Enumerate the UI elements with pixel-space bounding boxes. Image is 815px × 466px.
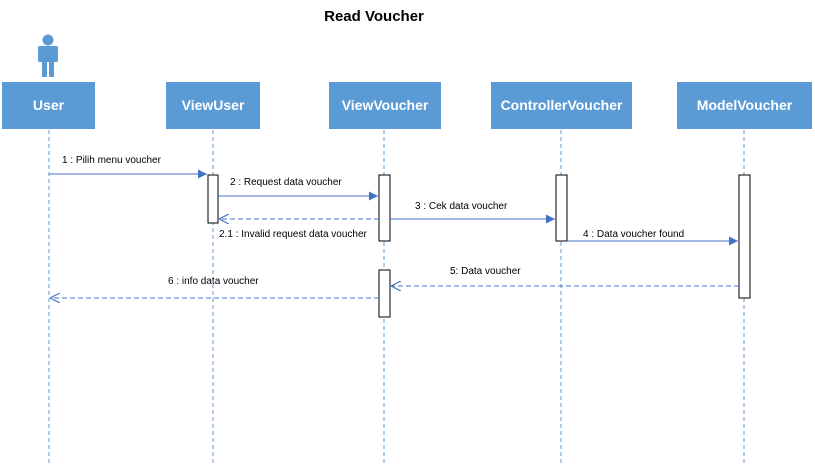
message-6: 6 : info data voucher [50,276,379,298]
lifeline-label-viewuser: ViewUser [182,97,245,113]
activation-modelvoucher [738,174,751,299]
lifeline-header-controllervoucher: ControllerVoucher [491,82,632,129]
message-3: 3 : Cek data voucher [390,201,555,224]
lifeline-label-viewvoucher: ViewVoucher [342,97,429,113]
message-5: 5: Data voucher [391,266,739,286]
message-2: 2 : Request data voucher [218,177,378,201]
lifeline-label-user: User [33,97,65,113]
lifeline-header-viewuser: ViewUser [166,82,260,129]
activation-viewuser [207,174,219,224]
activation-controllervoucher [555,174,568,242]
activation-viewvoucher-2 [378,269,391,318]
message-4: 4 : Data voucher found [567,229,738,246]
message-label-1: 1 : Pilih menu voucher [62,155,162,166]
lifeline-header-viewvoucher: ViewVoucher [329,82,441,129]
activation-boxes [207,174,751,318]
message-label-3: 3 : Cek data voucher [415,201,508,212]
lifeline-label-modelvoucher: ModelVoucher [697,97,793,113]
message-label-5: 5: Data voucher [450,266,521,277]
message-label-6: 6 : info data voucher [168,276,259,287]
message-1: 1 : Pilih menu voucher [49,155,207,179]
message-label-2: 2 : Request data voucher [230,177,342,188]
activation-viewvoucher-1 [378,174,391,242]
person-icon [38,34,58,77]
message-2-1: 2.1 : Invalid request data voucher [219,219,379,240]
lifeline-label-controllervoucher: ControllerVoucher [501,97,623,113]
message-label-2-1: 2.1 : Invalid request data voucher [219,229,368,240]
message-label-4: 4 : Data voucher found [583,229,684,240]
lifeline-header-user: User [2,82,95,129]
lifeline-header-modelvoucher: ModelVoucher [677,82,812,129]
diagram-title: Read Voucher [324,8,424,25]
